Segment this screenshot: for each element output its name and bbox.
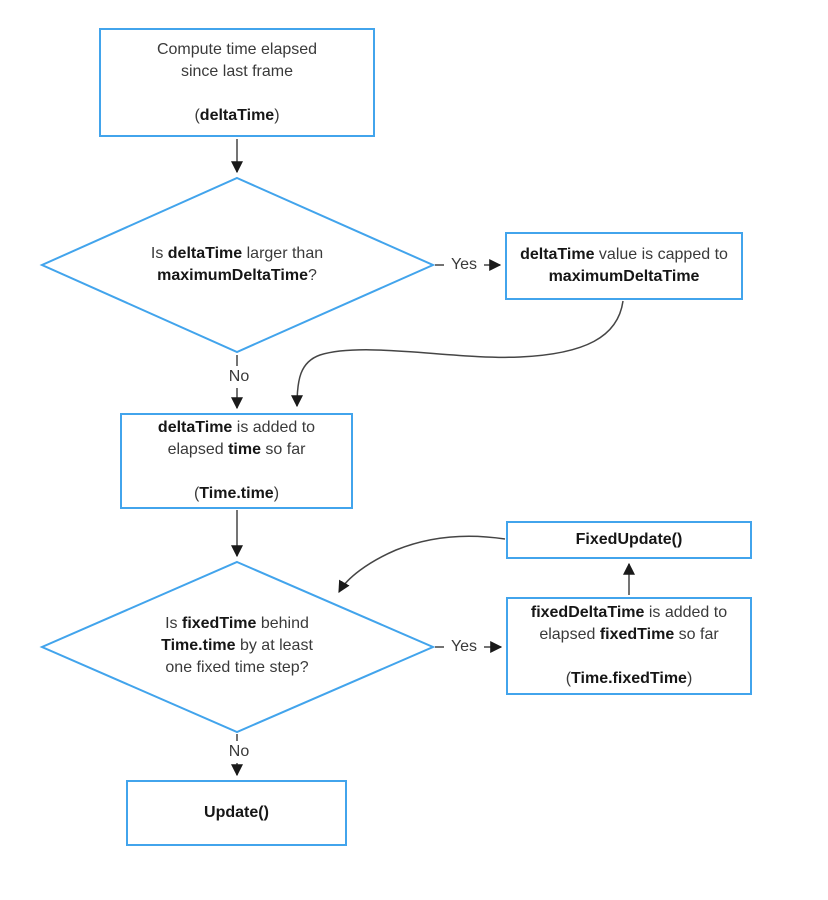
edge-label-no-top: No bbox=[221, 366, 257, 388]
connector-capped-to-time-curve bbox=[291, 300, 624, 408]
edge-label-yes-top: Yes bbox=[444, 254, 484, 276]
node-update: Update() bbox=[126, 780, 347, 846]
edge-label-no-bottom: No bbox=[221, 741, 257, 763]
decision-diamond-deltatime bbox=[39, 176, 436, 354]
connector-fixedupdate-to-decision2-curve bbox=[338, 535, 506, 594]
edge-label-yes-bottom: Yes bbox=[444, 636, 484, 658]
node-fixedupdate: FixedUpdate() bbox=[506, 521, 752, 559]
decision-diamond-fixedtime bbox=[39, 560, 436, 734]
